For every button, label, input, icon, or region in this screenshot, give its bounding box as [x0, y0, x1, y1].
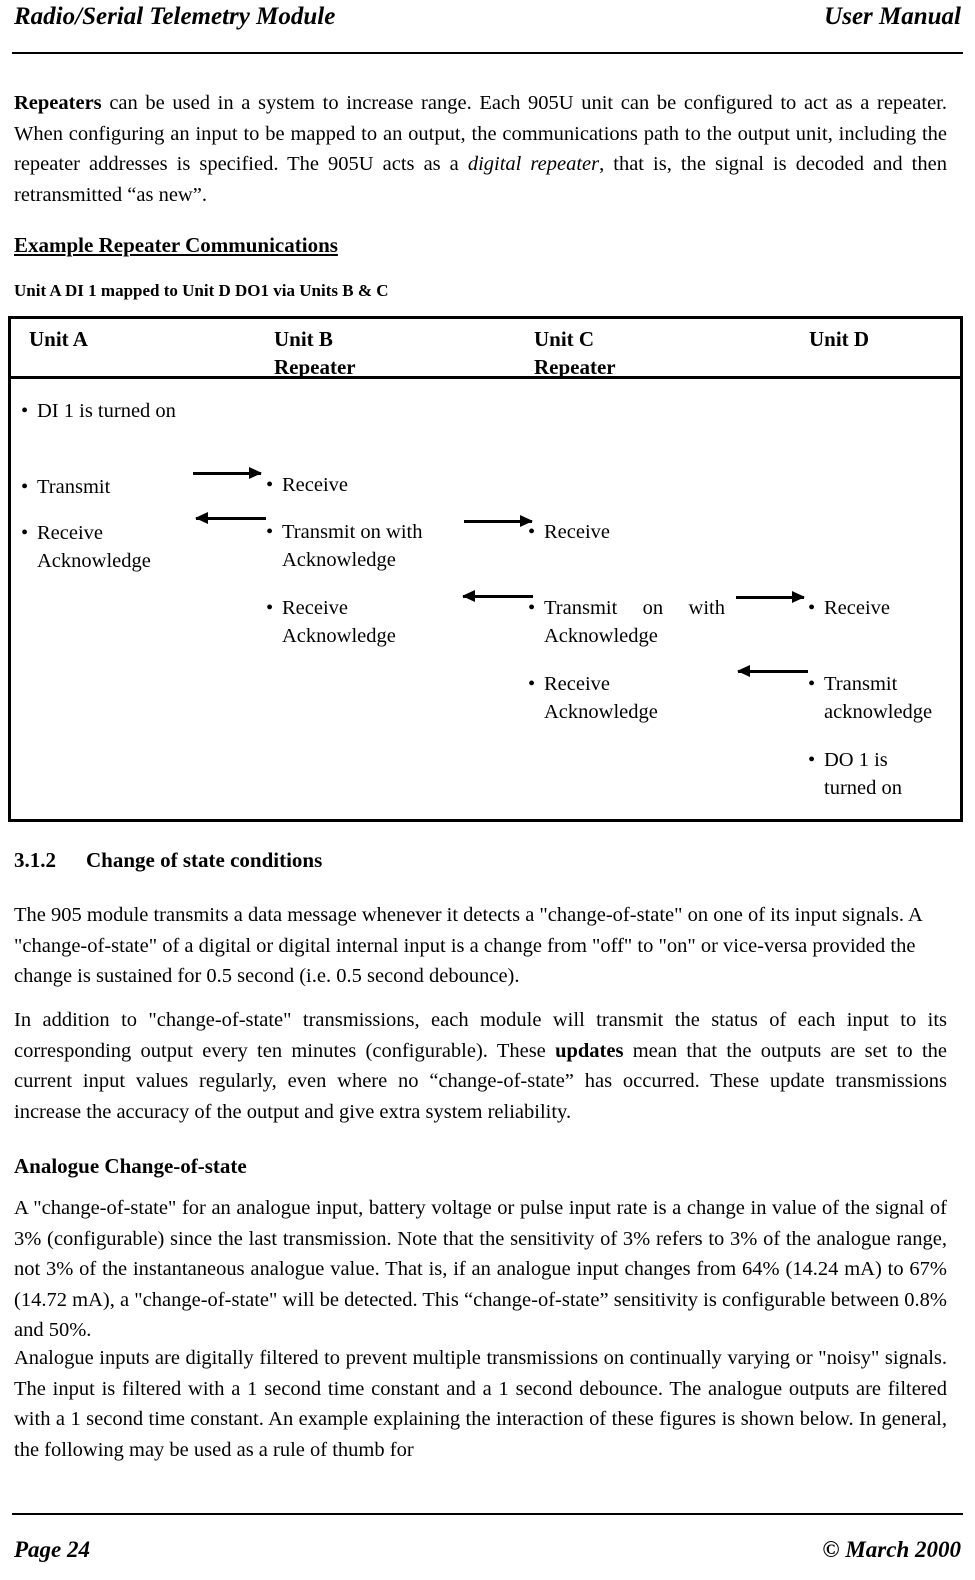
arrow-shaft	[738, 670, 808, 673]
table-header-unit-c-subtitle: Repeater	[534, 355, 616, 379]
arrowhead-left-icon	[462, 590, 475, 602]
table-header-unit-b-subtitle: Repeater	[274, 355, 356, 379]
bullet-icon: •	[808, 749, 816, 771]
table-caption: Unit A DI 1 mapped to Unit D DO1 via Uni…	[14, 281, 389, 300]
list-item-label: DO 1 is turned on	[824, 749, 902, 799]
arrow-shaft	[736, 596, 804, 599]
change-of-state-paragraph: The 905 module transmits a data message …	[14, 904, 922, 987]
arrow-shaft	[196, 517, 266, 520]
section-heading-3-1-2: 3.1.2 Change of state conditions	[14, 846, 322, 874]
document-header: Radio/Serial Telemetry Module User Manua…	[14, 0, 961, 46]
arrowhead-right-icon	[792, 591, 805, 603]
table-body: • DI 1 is turned on • Transmit • Receive…	[11, 379, 960, 819]
list-item-label: Receive	[282, 474, 349, 496]
list-item-label: Receive Acknowledge	[282, 597, 396, 647]
list-item-label: Transmit on with Acknowledge	[544, 597, 725, 647]
list-item: • Receive	[808, 594, 958, 622]
repeaters-paragraph: Repeaters can be used in a system to inc…	[14, 88, 947, 210]
list-item: • Receive	[528, 518, 703, 546]
list-item: • Transmit	[21, 473, 196, 501]
analogue-change-of-state-heading: Analogue Change-of-state	[14, 1154, 247, 1178]
bullet-icon: •	[266, 521, 274, 543]
list-item: • Receive Acknowledge	[266, 594, 441, 650]
list-item: • Receive Acknowledge	[21, 519, 181, 575]
section-number: 3.1.2	[14, 848, 56, 872]
list-item: • DI 1 is turned on	[21, 397, 193, 425]
updates-text-1: In addition to "change-of-state" transmi…	[14, 1009, 947, 1062]
table-header-unit-b-title: Unit B	[274, 327, 333, 351]
document-footer: Page 24 © March 2000	[14, 1535, 961, 1575]
arrowhead-right-icon	[520, 515, 533, 527]
list-item: • Transmit on with Acknowledge	[266, 518, 466, 574]
bullet-icon: •	[21, 522, 29, 544]
bullet-icon: •	[808, 673, 816, 695]
bullet-icon: •	[808, 597, 816, 619]
table-header-unit-d: Unit D	[809, 325, 869, 353]
bullet-icon: •	[21, 400, 29, 422]
repeaters-text-2: , that is, the signal is decoded and the…	[14, 153, 947, 206]
table-header-row: Unit A Unit B Repeater Unit C Repeater U…	[11, 319, 960, 379]
table-header-unit-a: Unit A	[29, 325, 88, 353]
list-item-label: DI 1 is turned on	[37, 400, 176, 422]
arrow-a-to-b	[193, 467, 262, 479]
bullet-icon: •	[266, 597, 274, 619]
bullet-icon: •	[528, 597, 536, 619]
list-item: • Transmit acknowledge	[808, 670, 940, 726]
list-item-label: Receive Acknowledge	[37, 522, 151, 572]
table-header-unit-c: Unit C Repeater	[534, 325, 616, 381]
list-item: • Receive Acknowledge	[528, 670, 703, 726]
list-item-label: Receive	[824, 597, 891, 619]
bullet-icon: •	[528, 521, 536, 543]
example-repeater-communications-heading: Example Repeater Communications	[14, 233, 338, 257]
arrow-b-to-c	[464, 515, 533, 527]
filter-paragraph: Analogue inputs are digitally filtered t…	[14, 1347, 947, 1461]
arrow-c-to-d	[736, 591, 805, 603]
arrow-shaft	[464, 520, 532, 523]
bullet-icon: •	[21, 476, 29, 498]
arrow-d-to-c	[737, 665, 808, 677]
table-header-unit-d-title: Unit D	[809, 327, 870, 351]
arrowhead-right-icon	[249, 467, 262, 479]
footer-rule	[12, 1513, 963, 1515]
arrow-c-to-b	[462, 590, 533, 602]
section-title: Change of state conditions	[86, 848, 323, 872]
bullet-icon: •	[528, 673, 536, 695]
list-item-label: Transmit acknowledge	[824, 673, 933, 723]
arrow-b-to-a	[195, 512, 266, 524]
updates-text-2: mean that the outputs are set to the cur…	[14, 1039, 947, 1123]
list-item-label: Transmit on with Acknowledge	[282, 521, 423, 571]
arrow-shaft	[463, 595, 533, 598]
digital-repeater-emphasis: digital repeater	[467, 153, 600, 175]
table-header-unit-a-title: Unit A	[29, 327, 88, 351]
list-item-label: Receive Acknowledge	[544, 673, 658, 723]
repeaters-text-1: can be used in a system to increase rang…	[14, 92, 947, 175]
arrow-shaft	[193, 472, 261, 475]
arrowhead-left-icon	[195, 512, 208, 524]
analogue-paragraph: A "change-of-state" for an analogue inpu…	[14, 1197, 947, 1341]
updates-paragraph: In addition to "change-of-state" transmi…	[14, 1005, 947, 1127]
header-rule	[12, 52, 963, 54]
list-item: • Receive	[266, 471, 441, 499]
repeater-communications-table: Unit A Unit B Repeater Unit C Repeater U…	[8, 316, 963, 822]
copyright-notice: © March 2000	[822, 1537, 961, 1562]
updates-bold: updates	[555, 1039, 624, 1062]
table-header-unit-c-title: Unit C	[534, 327, 595, 351]
page-number: Page 24	[14, 1537, 91, 1562]
header-left-title: Radio/Serial Telemetry Module	[14, 3, 336, 30]
bullet-icon: •	[266, 474, 274, 496]
list-item-label: Transmit	[37, 476, 111, 498]
arrowhead-left-icon	[737, 665, 750, 677]
list-item-label: Receive	[544, 521, 611, 543]
header-right-title: User Manual	[824, 3, 961, 30]
table-header-unit-b: Unit B Repeater	[274, 325, 356, 381]
list-item: • Transmit on with Acknowledge	[528, 594, 725, 650]
list-item: • DO 1 is turned on	[808, 746, 928, 802]
repeaters-lead-bold: Repeaters	[14, 92, 102, 114]
